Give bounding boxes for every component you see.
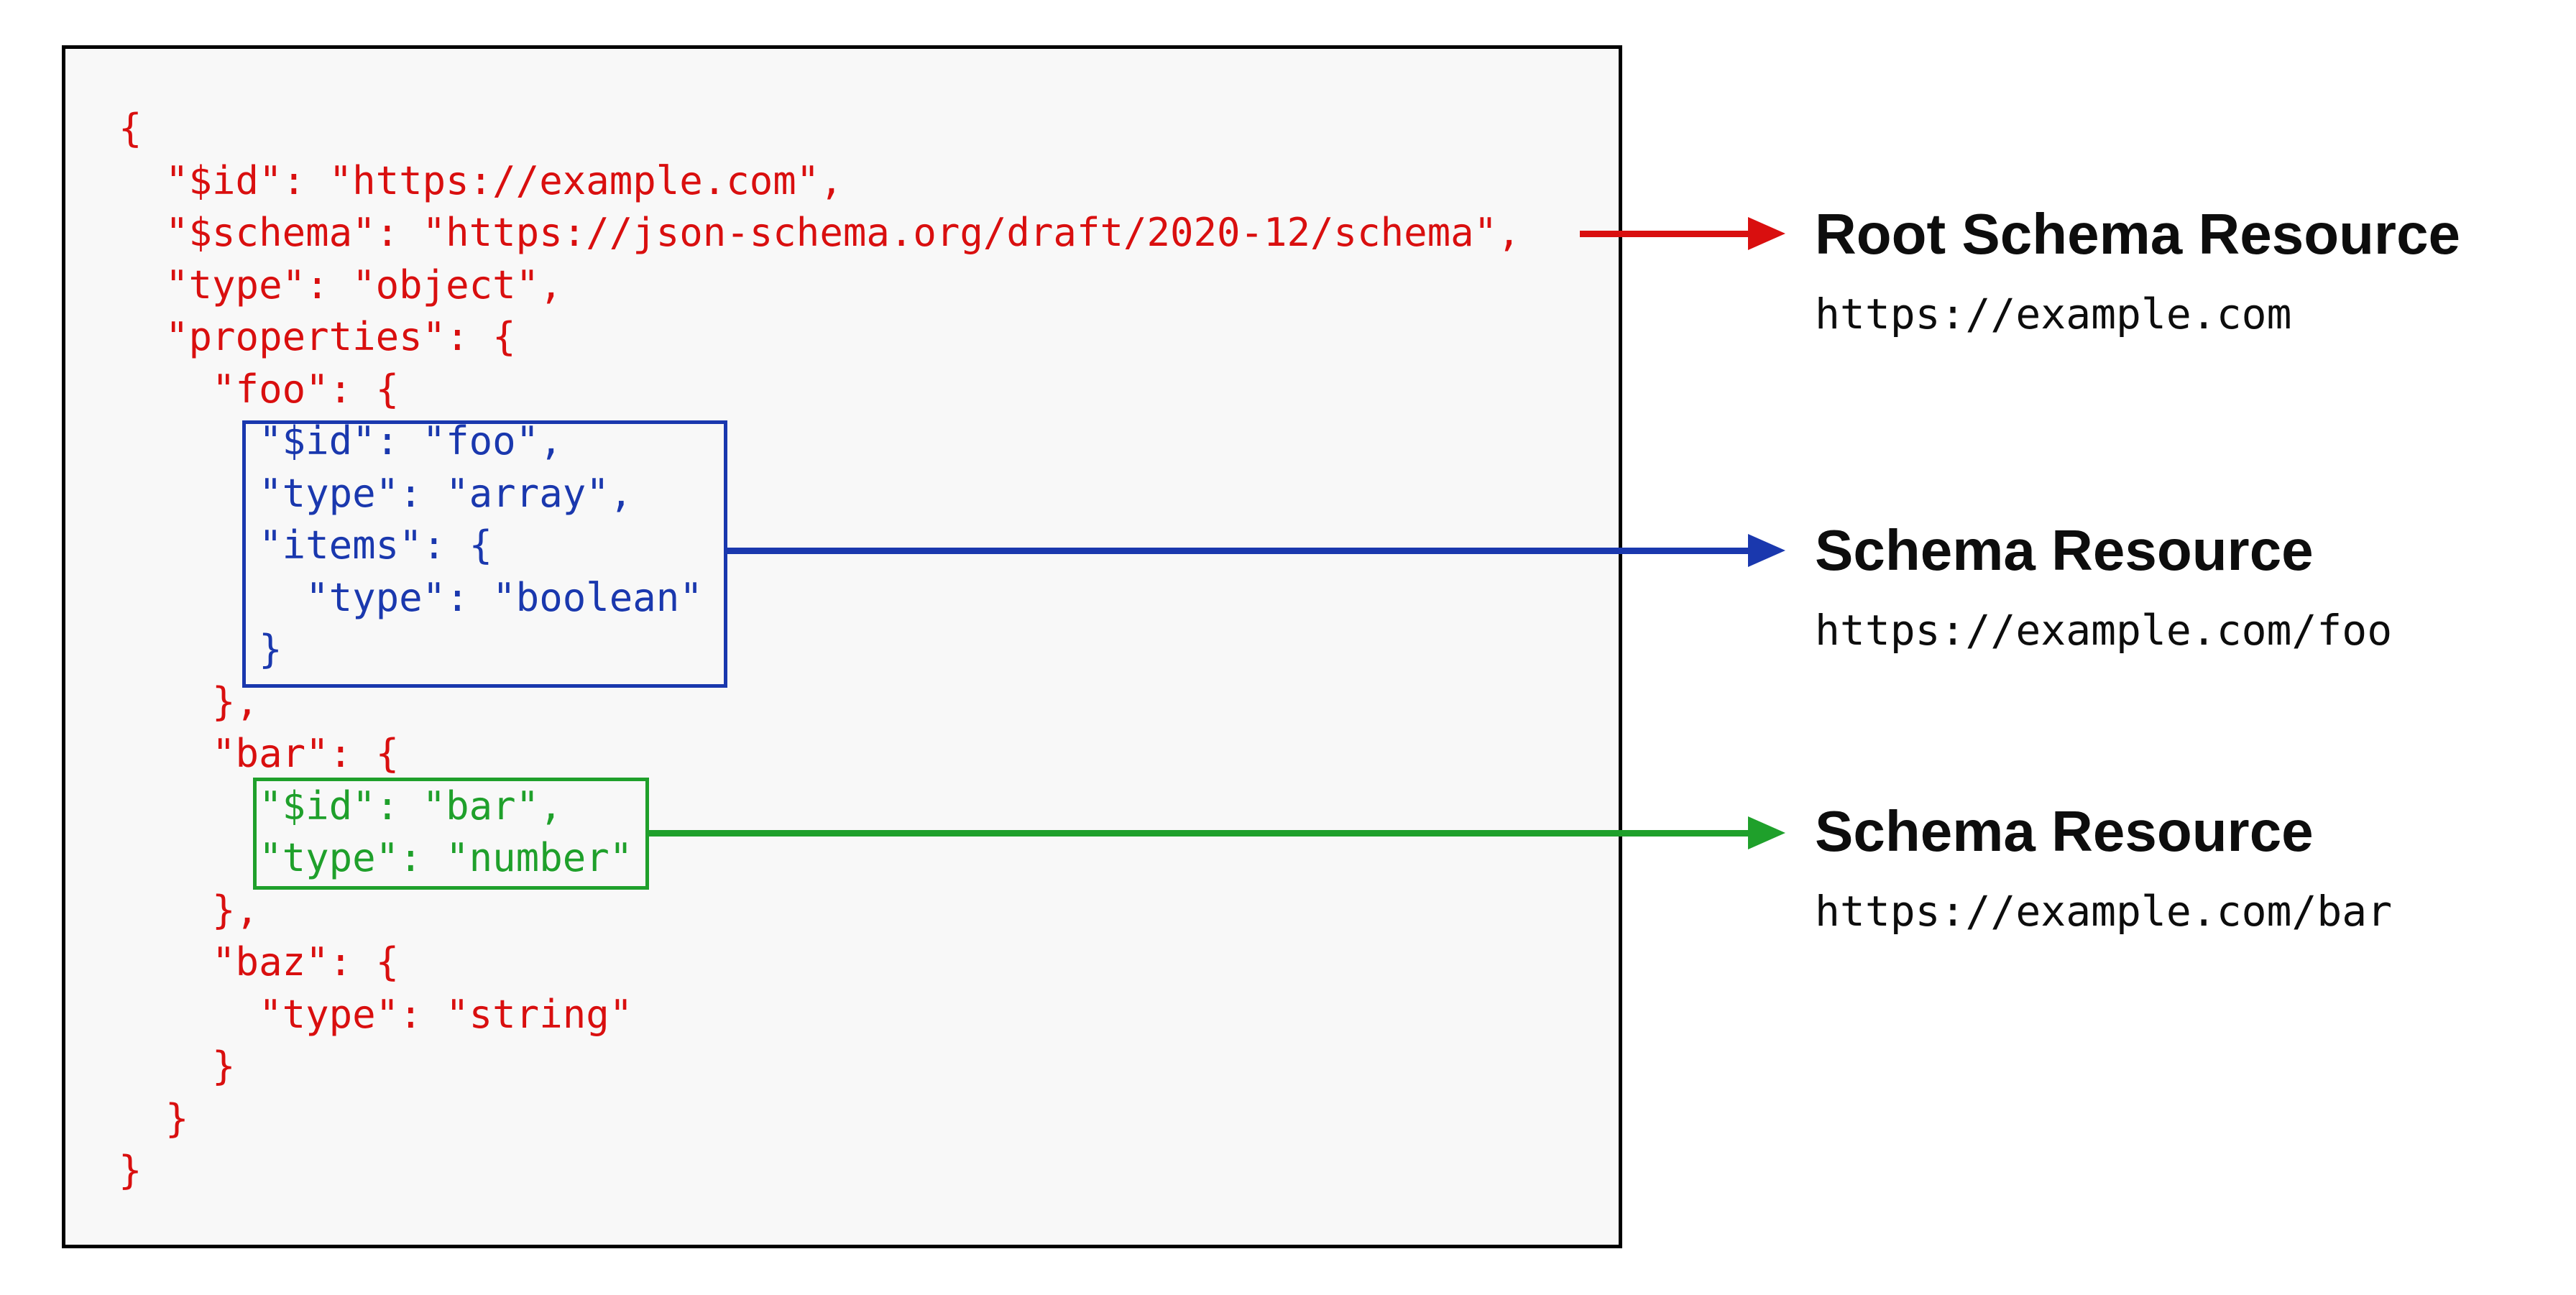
foo-schema-resource-box [242, 420, 727, 688]
code-line: "items": { [119, 522, 493, 568]
code-line: { [119, 106, 142, 151]
code-line: "$id": "https://example.com", [119, 157, 843, 203]
code-line: } [119, 1095, 189, 1141]
code-line: "type": "array", [119, 470, 633, 516]
code-line: "type": "number" [119, 835, 633, 880]
code-line: "$schema": "https://json-schema.org/draf… [119, 210, 1521, 255]
bar-schema-arrowhead-icon [1748, 816, 1785, 849]
annotation-url: https://example.com/bar [1815, 887, 2393, 936]
code-line: "$id": "foo", [119, 418, 563, 464]
code-line: }, [119, 887, 259, 933]
bar-schema-arrow-line [649, 830, 1749, 837]
annotation-title: Schema Resource [1815, 799, 2314, 863]
code-line: "bar": { [119, 731, 400, 776]
code-block: { "$id": "https://example.com", "$schema… [119, 103, 1521, 1197]
annotation-url: https://example.com/foo [1815, 606, 2393, 655]
foo-schema-annotation: Schema Resource https://example.com/foo [1815, 518, 2393, 655]
code-line: } [119, 627, 282, 672]
foo-schema-arrow-line [727, 548, 1749, 554]
annotation-title: Schema Resource [1815, 518, 2314, 582]
bar-schema-resource-box [253, 778, 649, 890]
annotation-title: Root Schema Resource [1815, 202, 2461, 266]
code-line: "$id": "bar", [119, 783, 563, 829]
foo-schema-arrowhead-icon [1748, 534, 1785, 567]
root-schema-arrowhead-icon [1748, 217, 1785, 250]
code-line: "type": "string" [119, 991, 633, 1037]
code-line: "type": "boolean" [119, 574, 703, 620]
code-line: "type": "object", [119, 262, 563, 308]
annotation-url: https://example.com [1815, 290, 2292, 338]
bar-schema-annotation: Schema Resource https://example.com/bar [1815, 799, 2393, 936]
json-code-panel [62, 45, 1622, 1248]
code-line: } [119, 1148, 142, 1193]
code-line: "foo": { [119, 366, 400, 412]
root-schema-annotation: Root Schema Resource https://example.com [1815, 203, 2460, 338]
code-line: "baz": { [119, 939, 400, 985]
code-line: } [119, 1043, 236, 1089]
code-line: "properties": { [119, 314, 516, 359]
root-schema-arrow-line [1580, 231, 1749, 237]
